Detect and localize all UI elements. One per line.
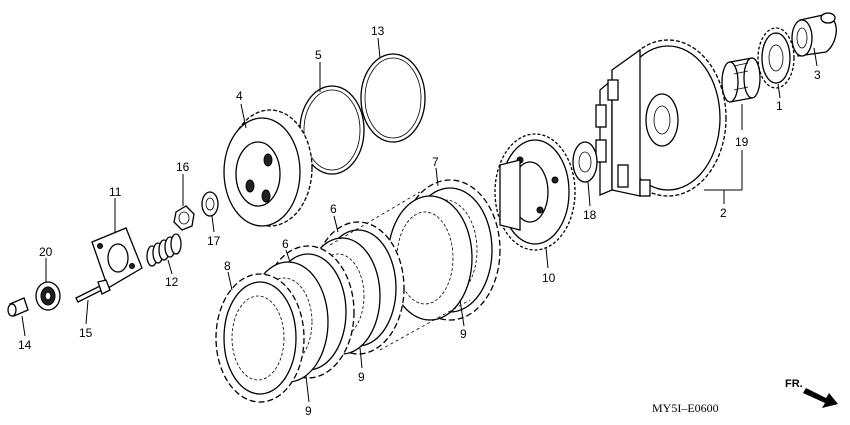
- part-small-sprocket: [757, 27, 795, 89]
- callout-labels: 1 2 3 4 5 6 6 7 8 9 9 9 10 11 12 13 14 1…: [18, 24, 821, 418]
- callout-11: 11: [109, 185, 122, 199]
- part-spring: [146, 233, 182, 267]
- callout-8: 8: [224, 259, 231, 273]
- callout-9-upper: 9: [460, 327, 467, 341]
- front-direction-arrow-icon: [803, 388, 838, 408]
- part-bolt: [75, 279, 111, 303]
- part-needle-bearing: [721, 57, 761, 103]
- part-thrust-washer: [572, 141, 598, 183]
- direction-marker: FR.: [785, 378, 838, 408]
- part-clutch-outer: [595, 39, 727, 197]
- callout-3: 3: [814, 68, 821, 82]
- part-nut: [173, 205, 195, 231]
- callout-4: 4: [236, 89, 243, 103]
- part-collar: [791, 12, 837, 57]
- callout-17: 17: [207, 234, 221, 248]
- callout-2: 2: [720, 206, 727, 220]
- part-friction-disc-front: [215, 273, 305, 403]
- callout-1: 1: [776, 99, 783, 113]
- diagram-code: MY5I–E0600: [652, 401, 719, 415]
- callout-15: 15: [79, 326, 93, 340]
- callout-20: 20: [39, 245, 53, 259]
- callout-13: 13: [371, 24, 385, 38]
- callout-14: 14: [18, 338, 32, 352]
- part-washer: [201, 191, 219, 217]
- callout-6-upper: 6: [330, 202, 337, 216]
- callout-10: 10: [542, 271, 556, 285]
- part-oring-large: [360, 53, 426, 143]
- part-clutch-center: [494, 133, 576, 251]
- part-bearing: [35, 281, 61, 311]
- callout-7: 7: [432, 155, 439, 169]
- part-lifter-plate: [91, 227, 143, 289]
- callout-9-middle: 9: [358, 370, 365, 384]
- callout-19: 19: [735, 135, 749, 149]
- callout-16: 16: [176, 160, 190, 174]
- callout-6-lower: 6: [282, 237, 289, 251]
- callout-5: 5: [315, 48, 322, 62]
- callout-9-lower: 9: [305, 404, 312, 418]
- direction-label: FR.: [785, 378, 803, 390]
- part-lifter-rod: [7, 297, 29, 317]
- callout-12: 12: [165, 275, 179, 289]
- part-pressure-plate: [223, 109, 313, 227]
- leader-lines: [21, 37, 818, 403]
- callout-18: 18: [583, 208, 597, 222]
